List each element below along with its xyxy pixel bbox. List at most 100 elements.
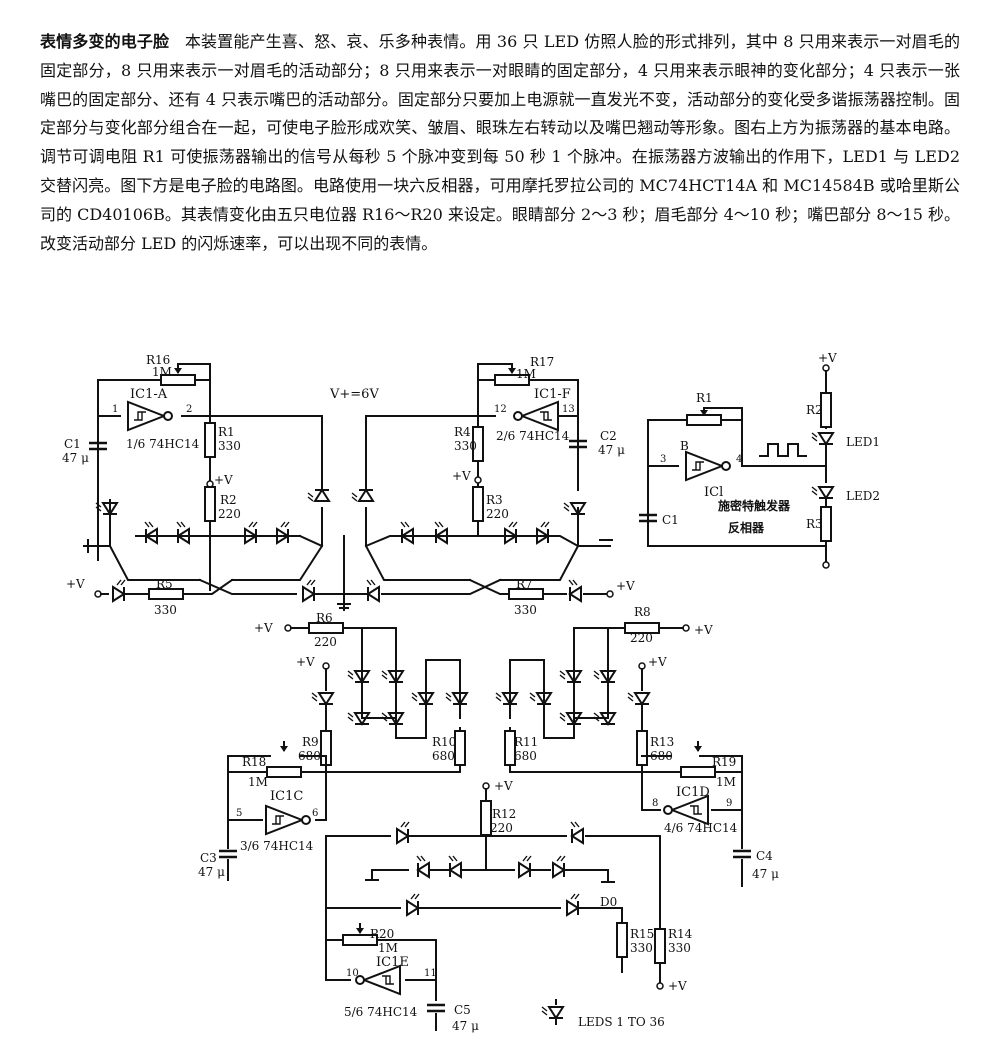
led-r5-a <box>112 579 126 602</box>
ic1d-type: 4/6 74HC14 <box>664 821 738 835</box>
legend-text: LEDS 1 TO 36 <box>578 1015 665 1029</box>
ic1c-pin-out: 6 <box>312 808 318 819</box>
r20-value: 1M <box>378 941 398 955</box>
eye-right-block: +V R8 220 +V R13 680 R11 680 <box>495 605 779 887</box>
r8-value: 220 <box>630 631 653 645</box>
osc-led1-label: LED1 <box>846 435 880 449</box>
osc-led2-label: LED2 <box>846 489 880 503</box>
led-eye-right-1 <box>593 670 616 683</box>
r7-supply-label: +V <box>616 579 635 593</box>
r5-label: R5 <box>156 577 173 591</box>
r20-label: R20 <box>370 927 394 941</box>
c4-capacitor <box>731 849 753 859</box>
ic1f-type: 2/6 74HC14 <box>496 429 570 443</box>
led-eye-left-1 <box>347 670 370 683</box>
supply-voltage-label: V+=6V <box>329 387 379 402</box>
ic1c-label: IC1C <box>270 789 303 804</box>
c2-value: 47 μ <box>598 443 625 457</box>
r5-value: 330 <box>154 603 177 617</box>
r5-r7-row: +V R5 330 R7 330 +V <box>66 577 635 617</box>
r2-resistor <box>204 486 216 522</box>
r10-label: R10 <box>432 735 456 749</box>
led-eye-left-3 <box>347 712 370 725</box>
r11-value: 680 <box>514 749 537 763</box>
r12-value: 220 <box>490 821 513 835</box>
ic1e-pin-in: 11 <box>424 968 437 979</box>
led-brow-left-inner <box>307 489 330 502</box>
c1-value: 47 μ <box>62 451 89 465</box>
r14-resistor <box>654 928 666 964</box>
ic1d-pin-out: 8 <box>652 798 658 809</box>
led-eye-left-2 <box>381 670 404 683</box>
ic1d-label: IC1D <box>676 785 710 800</box>
square-wave-icon <box>759 443 807 457</box>
led-brow-left-1 <box>144 521 158 544</box>
r3-supply-label: +V <box>452 469 471 483</box>
description-title: 表情多变的电子脸 <box>40 32 170 51</box>
r16-label: R16 <box>146 353 170 367</box>
r11-label: R11 <box>514 735 538 749</box>
led-mouth-low-2 <box>566 893 580 916</box>
led-mouth-mid-3 <box>518 855 532 878</box>
ic1e-type: 5/6 74HC14 <box>344 1005 418 1019</box>
osc-r1-label: R1 <box>696 391 713 405</box>
led-eye-right-4 <box>559 712 582 725</box>
ic1e-label: IC1E <box>376 955 409 970</box>
ic1a-pin-in: 1 <box>112 404 118 415</box>
osc-r3-label: R3 <box>806 517 823 531</box>
led-mouth-mid-1 <box>416 855 430 878</box>
led-mouth-low-1 <box>406 893 420 916</box>
c5-capacitor <box>425 1003 447 1013</box>
osc-led1 <box>811 432 834 445</box>
osc-ic-label: ICl <box>704 485 723 500</box>
led-mouth-mid-4 <box>552 855 566 878</box>
led-brow-left-2 <box>176 521 190 544</box>
r3-resistor <box>472 486 484 522</box>
r15-value: 330 <box>630 941 653 955</box>
led-eye-left-5 <box>411 692 434 705</box>
r12-supply-label: +V <box>494 779 513 793</box>
osc-r2-label: R2 <box>806 403 823 417</box>
ic1f-pin-out: 12 <box>494 404 507 415</box>
osc-supply-label: +V <box>818 351 837 365</box>
mouth-block: +V R12 220 D0 R15 330 R14 330 <box>325 779 693 1033</box>
r18-potentiometer <box>266 766 302 778</box>
c3-capacitor <box>217 849 239 859</box>
ic1f-label: IC1-F <box>534 387 571 402</box>
r2-supply-label: +V <box>214 473 233 487</box>
oscillator-ic1a-block: R16 1M IC1-A 1 2 1/6 74HC14 R1 330 C1 47… <box>62 353 323 591</box>
c3-value: 47 μ <box>198 865 225 879</box>
oscillator-ic1f-block: R17 1M IC1-F 12 13 2/6 74HC14 R4 330 C2 … <box>365 355 625 491</box>
led-r7-a <box>366 579 380 602</box>
led-eye-right-2 <box>559 670 582 683</box>
r13-resistor <box>636 730 648 766</box>
r14-value: 330 <box>668 941 691 955</box>
led-brow-left-outer <box>95 502 118 515</box>
r2-value: 220 <box>218 507 241 521</box>
led-eye-right-5 <box>529 692 552 705</box>
r5-supply-label: +V <box>66 577 85 591</box>
ic1f-inverter <box>513 401 559 431</box>
r17-value: 1M <box>516 367 536 381</box>
osc-c1-label: C1 <box>662 513 679 527</box>
r3-label: R3 <box>486 493 503 507</box>
osc-gate-label: B <box>680 439 689 453</box>
r6-supply-label: +V <box>254 621 273 635</box>
c4-value: 47 μ <box>752 867 779 881</box>
c4-label: C4 <box>756 849 773 863</box>
r10-resistor <box>454 730 466 766</box>
osc-pin-out: 4 <box>736 454 742 465</box>
d0-label: D0 <box>600 895 617 909</box>
led-r5-b <box>302 579 316 602</box>
description-paragraph: 表情多变的电子脸 本装置能产生喜、怒、哀、乐多种表情。用 36 只 LED 仿照… <box>40 28 960 258</box>
ic1e-inverter <box>355 965 401 995</box>
ic1d-pin-in: 9 <box>726 798 732 809</box>
led-brow-right-outer <box>563 502 586 515</box>
led-brow-right-3 <box>504 521 518 544</box>
led-brow-left-3 <box>244 521 258 544</box>
eyebrow-led-network: +V R2 220 +V R3 220 <box>83 469 613 611</box>
ic1a-label: IC1-A <box>130 387 168 402</box>
r15-resistor <box>616 922 628 958</box>
eye-left-block: +V R6 220 +V R9 680 R10 680 <box>198 611 468 881</box>
